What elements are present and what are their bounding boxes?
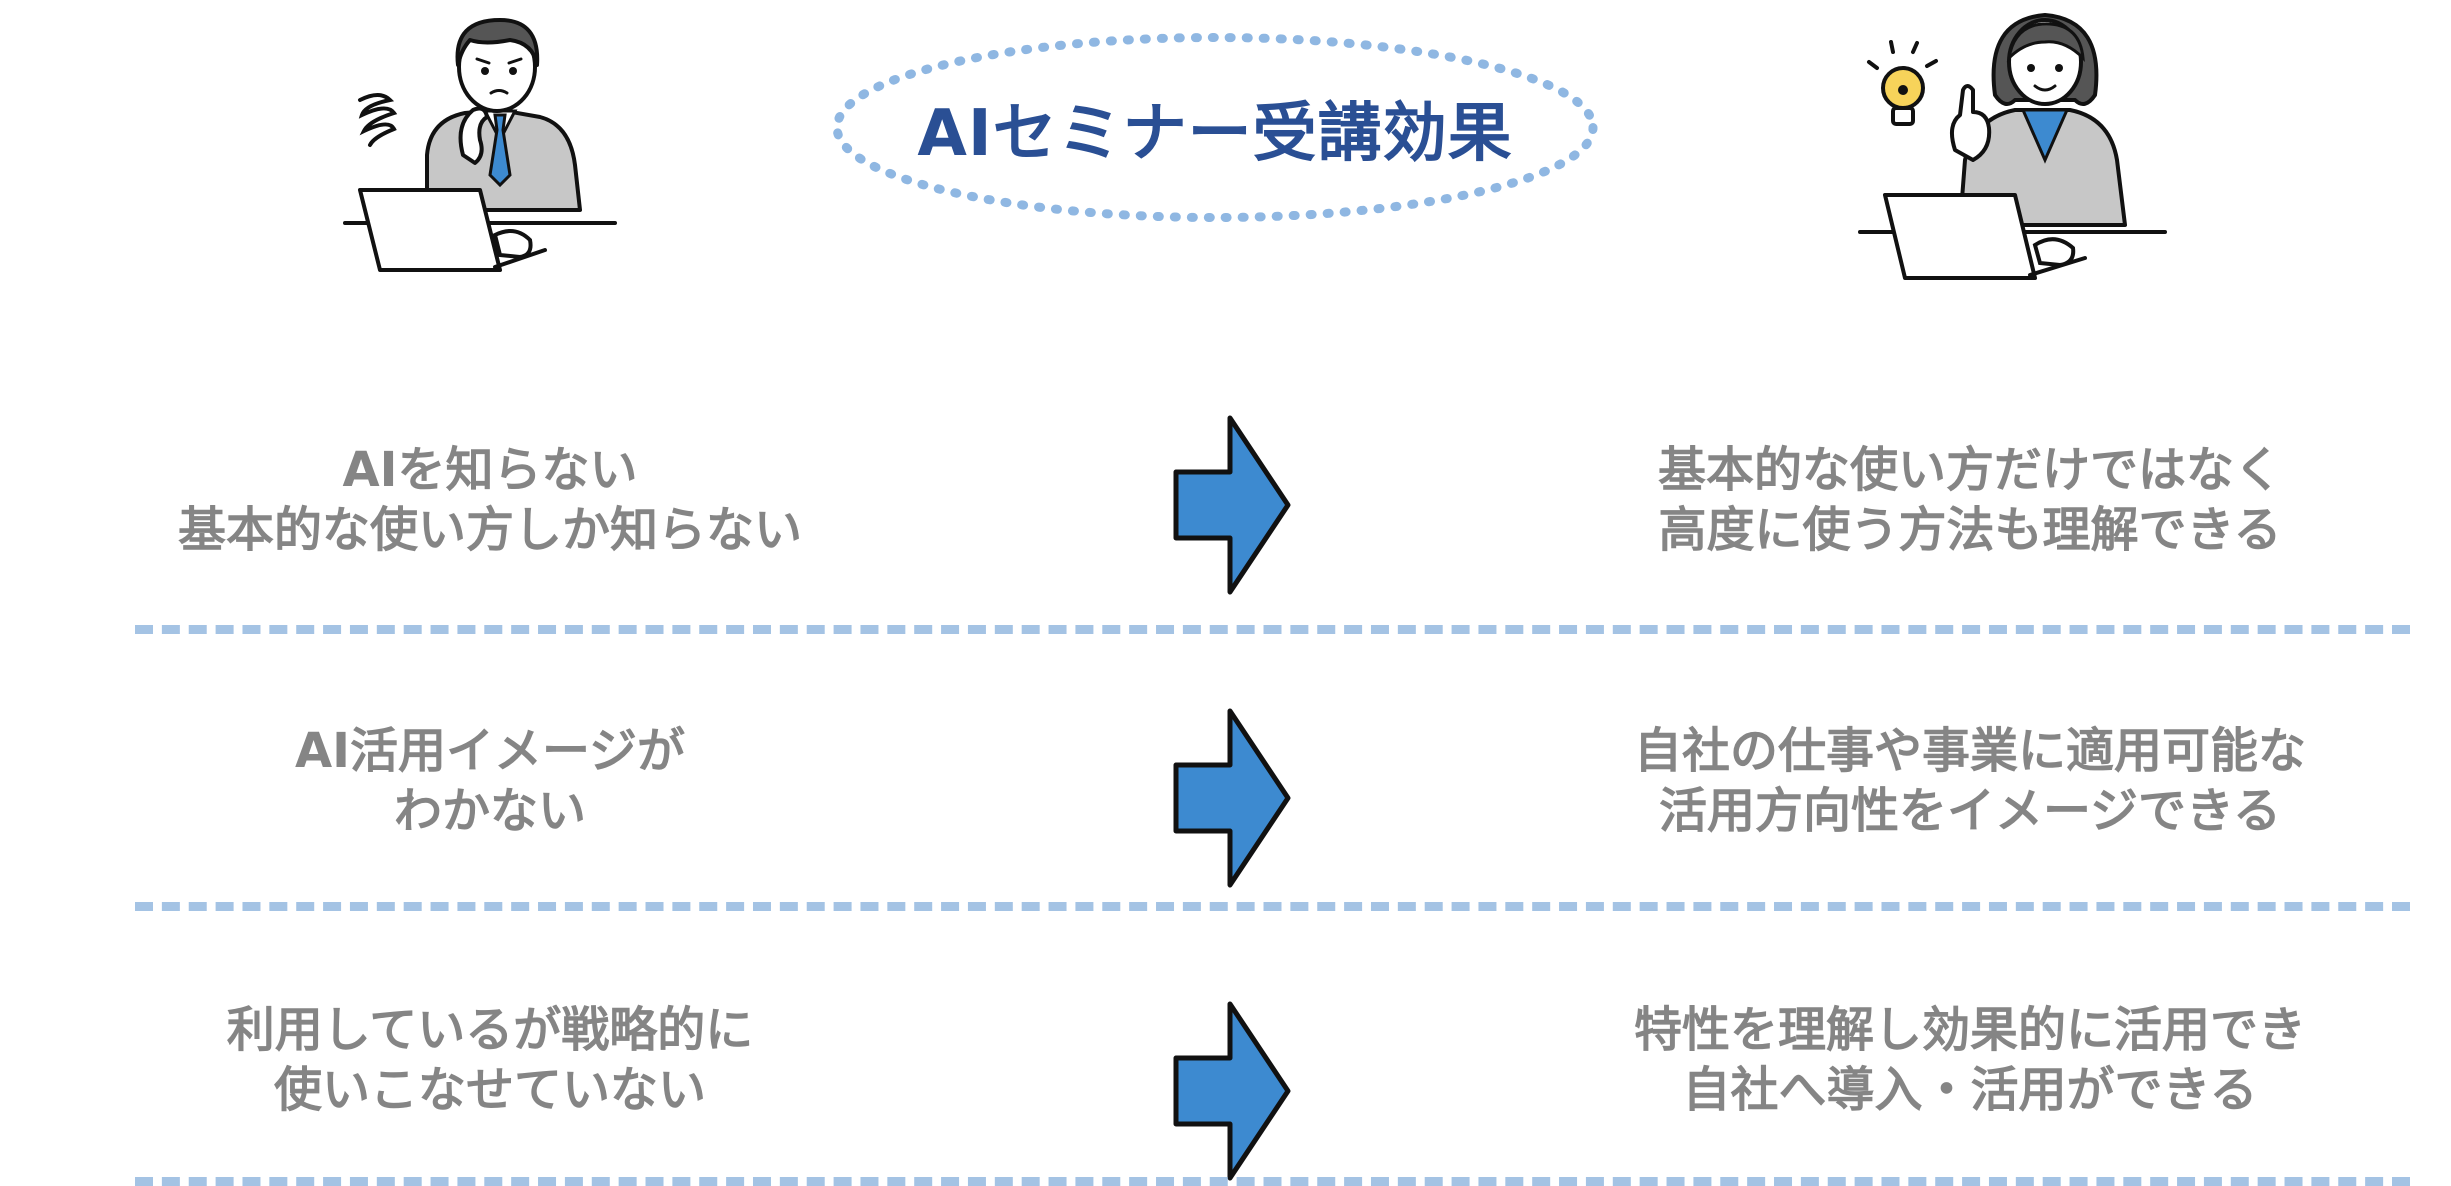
row-1-after: 基本的な使い方だけではなく 高度に使う方法も理解できる xyxy=(1540,425,2400,575)
right-arrow-icon xyxy=(1173,415,1291,595)
row-divider-3 xyxy=(135,1177,2410,1186)
row-1-after-line-2: 高度に使う方法も理解できる xyxy=(1658,502,2282,558)
row-3-before: 利用しているが戦略的に 使いこなせていない xyxy=(120,985,860,1135)
page-title: AIセミナー受講効果 xyxy=(917,96,1513,171)
row-2-after-line-2: 活用方向性をイメージできる xyxy=(1658,783,2282,839)
row-1-before: AIを知らない 基本的な使い方しか知らない xyxy=(120,425,860,575)
row-3-before-line-1: 利用しているが戦略的に xyxy=(226,1002,754,1058)
row-1-before-line-2: 基本的な使い方しか知らない xyxy=(177,502,802,558)
row-divider-1 xyxy=(135,625,2410,634)
row-divider-2 xyxy=(135,902,2410,911)
title-ellipse: AIセミナー受講効果 xyxy=(830,30,1600,225)
lightbulb-icon xyxy=(1867,40,1938,126)
right-arrow-icon xyxy=(1173,1001,1291,1181)
right-arrow-icon xyxy=(1173,708,1291,888)
row-2-before-line-2: わかない xyxy=(393,783,586,839)
row-1-before-line-1: AIを知らない xyxy=(342,442,638,498)
row-2-before-line-1: AI活用イメージが xyxy=(294,723,686,779)
row-2-after-line-1: 自社の仕事や事業に適用可能な xyxy=(1633,723,2306,779)
row-2-before: AI活用イメージが わかない xyxy=(120,706,860,856)
confused-man-at-laptop-icon xyxy=(335,5,625,275)
row-3-after-line-2: 自社へ導入・活用ができる xyxy=(1682,1062,2258,1118)
row-3-before-line-2: 使いこなせていない xyxy=(273,1062,706,1118)
row-3-after: 特性を理解し効果的に活用でき 自社へ導入・活用ができる xyxy=(1540,985,2400,1135)
row-2-after: 自社の仕事や事業に適用可能な 活用方向性をイメージできる xyxy=(1540,706,2400,856)
row-1-after-line-1: 基本的な使い方だけではなく xyxy=(1657,442,2282,498)
inspired-woman-at-laptop-icon xyxy=(1855,0,2175,285)
row-3-after-line-1: 特性を理解し効果的に活用でき xyxy=(1633,1002,2306,1058)
